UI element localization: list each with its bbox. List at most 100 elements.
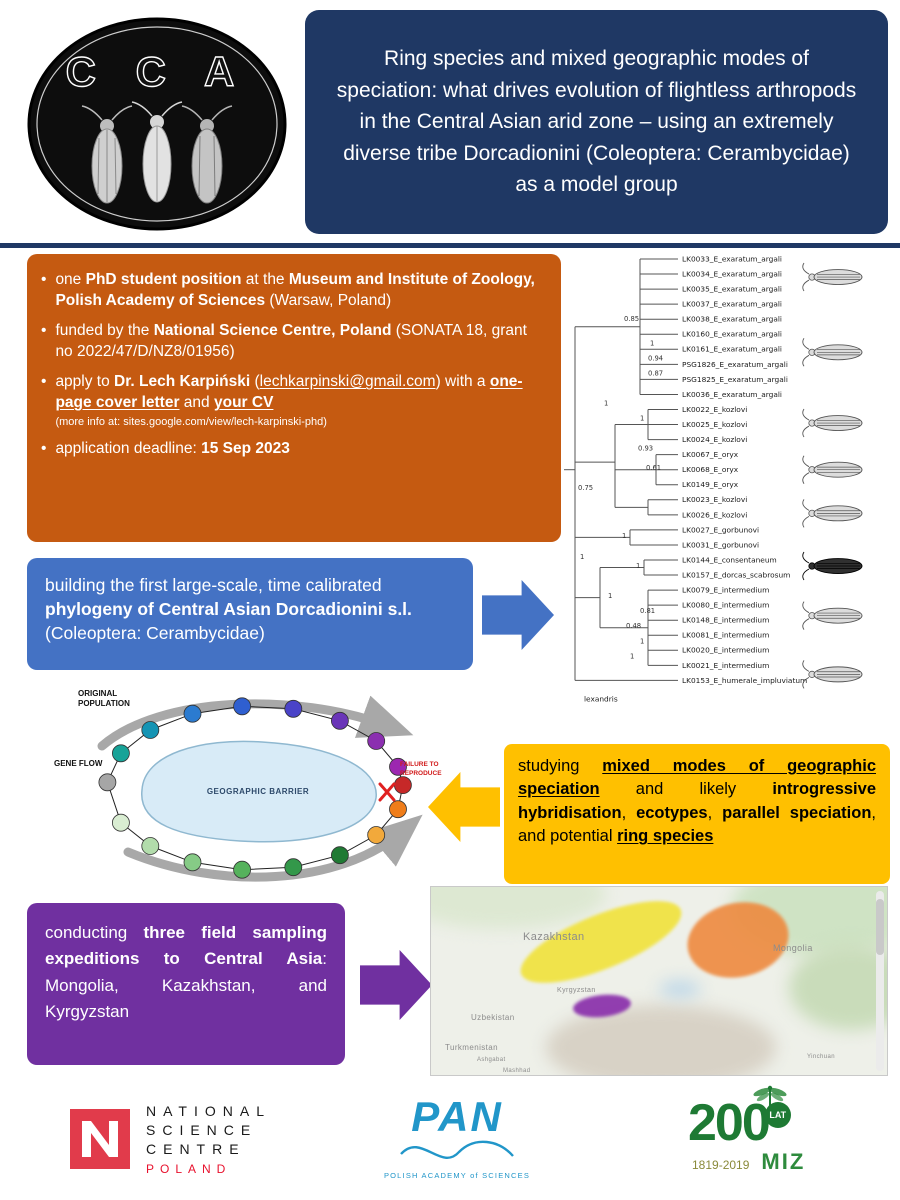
pan-acronym: PAN [411, 1093, 503, 1140]
population-circle [112, 744, 130, 763]
population-circle [389, 757, 407, 776]
tree-tip-label: LK0148_E_intermedium [682, 616, 769, 625]
geographic-barrier-blob [141, 740, 377, 843]
population-circle [284, 699, 303, 718]
map-scrollbar-thumb[interactable] [876, 899, 884, 955]
tree-support-value: 1 [580, 553, 584, 561]
population-circle [367, 826, 386, 844]
miz-logo: 200 LAT 1819-2019 MIZ [688, 1085, 883, 1175]
tree-tip-label: LK0034_E_exaratum_argali [682, 269, 782, 278]
tree-support-value: 1 [608, 592, 612, 600]
population-circle [367, 732, 386, 750]
speciation-box-text: studying mixed modes of geographic speci… [518, 757, 876, 846]
phylogenetic-tree: LK0033_E_exaratum_argaliLK0034_E_exaratu… [564, 254, 863, 703]
ncn-logo: NATIONAL SCIENCE CENTRE POLAND [70, 1102, 271, 1177]
ring-label: FAILURE TO [400, 761, 439, 768]
email-link[interactable]: lechkarpinski@gmail.com [259, 373, 436, 391]
population-circle [393, 776, 412, 794]
pan-swirl-icon [400, 1140, 514, 1159]
map-scrollbar[interactable] [876, 891, 884, 1071]
bullet-marker: • [41, 271, 47, 288]
speciation-box: studying mixed modes of geographic speci… [504, 744, 890, 884]
tree-tip-label: LK0160_E_exaratum_argali [682, 330, 782, 339]
arrow-right-blue-icon [482, 580, 554, 650]
tree-support-value: 1 [640, 637, 644, 645]
cca-logo-graphic: C C A [27, 17, 287, 231]
tree-outgroup-label: lexandris [584, 694, 618, 703]
tree-tip-label: LK0020_E_intermedium [682, 646, 769, 655]
tree-tip-label: LK0021_E_intermedium [682, 661, 769, 670]
map-terrain [789, 945, 887, 1030]
info-bullet: •one PhD student position at the Museum … [41, 270, 545, 311]
ncn-line: NATIONAL [146, 1103, 271, 1119]
tree-support-value: 1 [630, 652, 634, 660]
beetle-image [802, 601, 863, 630]
map-label: Ashgabat [477, 1057, 506, 1063]
tree-tip-label: LK0031_E_gorbunovi [682, 540, 759, 549]
dragonfly-icon [753, 1085, 787, 1110]
tree-tip-label: LK0022_E_kozlovi [682, 405, 747, 414]
miz-200: 200 [688, 1094, 771, 1152]
tree-tip-label: LK0079_E_intermedium [682, 586, 769, 595]
logo-beetle [131, 101, 183, 203]
miz-acronym: MIZ [761, 1148, 806, 1174]
ncn-logo-mark [70, 1109, 130, 1170]
tree-tip-label: LK0157_E_dorcas_scabrosum [682, 570, 790, 579]
beetle-image [802, 338, 863, 367]
barrier-label: GEOGRAPHIC BARRIER [207, 787, 309, 796]
tree-tip-label: LK0035_E_exaratum_argali [682, 285, 782, 294]
phylogeny-box-text: building the first large-scale, time cal… [45, 575, 412, 644]
info-bullet: •funded by the National Science Centre, … [41, 321, 545, 362]
tree-support-value: 1 [622, 532, 626, 540]
beetle-image [802, 499, 863, 528]
map-label: Mongolia [773, 943, 813, 953]
ncn-line: CENTRE [146, 1140, 246, 1157]
expedition-box-text: conducting three field sampling expediti… [45, 923, 327, 1022]
tree-tip-label: LK0161_E_exaratum_argali [682, 345, 782, 354]
bullet-marker: • [41, 373, 47, 391]
header-divider [0, 243, 900, 248]
tree-support-value: 0.93 [638, 445, 653, 453]
ncn-logo-text: NATIONAL SCIENCE CENTRE POLAND [146, 1102, 271, 1177]
population-circle [141, 837, 160, 855]
map-terrain [546, 1005, 776, 1075]
population-circle [284, 858, 303, 877]
tree-tip-label: LK0027_E_gorbunovi [682, 525, 759, 534]
info-bullet: •application deadline: 15 Sep 2023 [41, 439, 545, 460]
logo-beetle [181, 105, 233, 204]
pan-logo: PAN POLISH ACADEMY of SCIENCES [382, 1093, 532, 1181]
map-label: Yinchuan [807, 1054, 835, 1060]
tree-tip-label: LK0038_E_exaratum_argali [682, 315, 782, 324]
tree-tip-label: LK0036_E_exaratum_argali [682, 390, 782, 399]
tree-support-value: 1 [650, 339, 654, 347]
cca-logo: C C A [26, 16, 288, 232]
tree-support-value: 0.61 [646, 464, 661, 472]
population-circle [330, 846, 349, 865]
tree-tip-label: LK0144_E_consentaneum [682, 555, 777, 564]
tree-tip-label: LK0023_E_kozlovi [682, 495, 747, 504]
tree-tip-label: LK0149_E_oryx [682, 480, 739, 489]
miz-years: 1819-2019 [692, 1157, 750, 1172]
bullet-marker: • [41, 322, 47, 340]
map-label: Turkmenistan [445, 1043, 498, 1052]
population-circle [141, 721, 160, 739]
tree-support-value: 0.85 [624, 315, 639, 323]
tree-tip-label: PSG1825_E_exaratum_argali [682, 375, 788, 384]
population-circle [183, 853, 202, 872]
tree-tip-label: LK0081_E_intermedium [682, 631, 769, 640]
ring-diagram-graphic: GEOGRAPHIC BARRIERORIGINALPOPULATIONGENE… [54, 689, 442, 882]
phylogeny-box: building the first large-scale, time cal… [27, 558, 473, 670]
population-circle [112, 813, 130, 832]
tree-tip-label: LK0024_E_kozlovi [682, 435, 747, 444]
beetle-image [802, 408, 863, 438]
tree-tip-label: LK0025_E_kozlovi [682, 420, 747, 429]
tree-tip-label: LK0037_E_exaratum_argali [682, 300, 782, 309]
tree-tip-label: LK0068_E_oryx [682, 465, 739, 474]
cca-logo-letters: C C A [66, 48, 249, 95]
tree-tip-label: LK0026_E_kozlovi [682, 510, 747, 519]
expedition-box: conducting three field sampling expediti… [27, 903, 345, 1065]
population-circle [233, 697, 252, 716]
